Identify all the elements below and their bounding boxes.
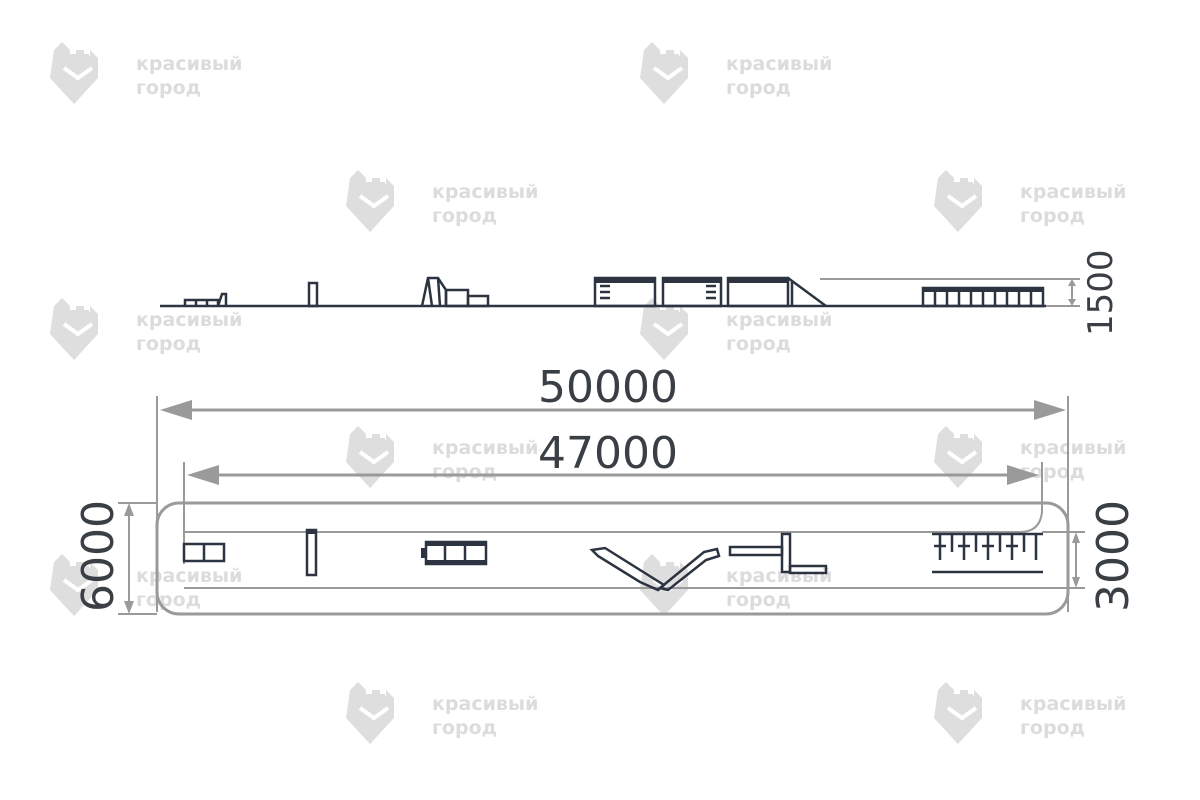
watermark-line2: город	[726, 77, 791, 99]
watermark-line2: город	[136, 333, 201, 355]
watermark-line1: красивый	[726, 565, 832, 587]
castle-shield-icon	[932, 168, 984, 234]
watermark-line2: город	[1020, 461, 1085, 483]
height-dimension-label: 1500	[1081, 249, 1121, 336]
plan-post-cap	[307, 530, 316, 534]
watermark-4: красивый город	[932, 168, 1126, 234]
watermark-layer: красивый город красивый город красивый г…	[48, 40, 1126, 746]
watermark-line1: красивый	[1020, 181, 1126, 203]
watermark-2: красивый город	[638, 40, 832, 106]
castle-shield-icon	[48, 296, 100, 362]
watermark-10: красивый город	[638, 552, 832, 618]
elevation-monkey-bars-rungs	[933, 292, 1033, 306]
watermark-line1: красивый	[1020, 437, 1126, 459]
plan-object-stairs	[421, 540, 488, 566]
castle-shield-icon	[638, 40, 690, 106]
watermark-line1: красивый	[432, 181, 538, 203]
height-arrows	[1068, 279, 1076, 306]
inner-width-label: 3000	[1088, 500, 1139, 612]
watermark-line2: город	[726, 333, 791, 355]
width-arrows	[124, 503, 134, 614]
plan-object-post	[305, 528, 318, 577]
watermark-5: красивый город	[48, 296, 242, 362]
castle-shield-icon	[932, 680, 984, 746]
watermark-line2: город	[726, 589, 791, 611]
inner-boundary-top	[184, 502, 1043, 533]
elevation-step-post	[216, 292, 228, 307]
plan-frames-foot	[788, 564, 828, 575]
watermark-line1: красивый	[1020, 693, 1126, 715]
plan-frames-post	[780, 532, 792, 574]
elevation-monkey-bars-top	[923, 288, 1043, 292]
watermark-line1: красивый	[136, 309, 242, 331]
castle-shield-icon	[344, 680, 396, 746]
inner-length-label: 47000	[538, 428, 678, 479]
watermark-6: красивый город	[638, 296, 832, 362]
watermark-line2: город	[432, 461, 497, 483]
elevation-frame-1-top	[595, 278, 655, 283]
plan-object-v-beams	[589, 546, 721, 592]
castle-shield-icon	[638, 296, 690, 362]
watermark-line2: город	[1020, 205, 1085, 227]
elevation-post	[307, 281, 319, 308]
watermark-1: красивый город	[48, 40, 242, 106]
watermark-line2: город	[432, 205, 497, 227]
castle-shield-icon	[48, 40, 100, 106]
castle-shield-icon	[344, 168, 396, 234]
elevation-slope	[787, 276, 827, 308]
plan-object-monkey-bars	[932, 532, 1043, 574]
watermark-line2: город	[136, 589, 201, 611]
watermark-3: красивый город	[344, 168, 538, 234]
plan-stairs-ramp	[421, 548, 427, 558]
watermark-line1: красивый	[726, 309, 832, 331]
plan-beam-right	[657, 547, 721, 592]
plan-beam-left	[589, 546, 667, 592]
watermark-8: красивый город	[932, 424, 1126, 490]
plan-view: 50000 47000 6000 3000	[73, 362, 1139, 616]
plan-object-step	[182, 542, 226, 563]
plan-frames-bar	[728, 545, 784, 557]
watermark-9: красивый город	[48, 552, 242, 618]
elevation-box-1	[444, 288, 470, 308]
watermark-line1: красивый	[432, 437, 538, 459]
elevation-frame-1-ladder	[600, 284, 610, 300]
watermark-12: красивый город	[932, 680, 1126, 746]
elevation-box-2	[466, 294, 490, 308]
elevation-frame-2-ladder	[706, 284, 716, 300]
watermark-line2: город	[136, 77, 201, 99]
side-elevation-view: 1500	[160, 249, 1121, 336]
elevation-frame-3-top	[728, 278, 788, 283]
watermark-line1: красивый	[136, 565, 242, 587]
watermark-line2: город	[1020, 717, 1085, 739]
outer-boundary	[155, 501, 1070, 616]
plan-object-frames	[728, 532, 828, 575]
watermark-line1: красивый	[136, 53, 242, 75]
elevation-frame-2-top	[663, 278, 721, 283]
watermark-11: красивый город	[344, 680, 538, 746]
castle-shield-icon	[932, 424, 984, 490]
plan-stairs-top	[426, 542, 486, 546]
overall-width-label: 6000	[73, 500, 124, 612]
watermark-line1: красивый	[726, 53, 832, 75]
watermark-line1: красивый	[432, 693, 538, 715]
plan-stairs-bottom	[426, 560, 486, 564]
castle-shield-icon	[344, 424, 396, 490]
elevation-ramp	[420, 276, 448, 307]
overall-length-label: 50000	[538, 362, 678, 413]
watermark-7: красивый город	[344, 424, 538, 490]
watermark-line2: город	[432, 717, 497, 739]
